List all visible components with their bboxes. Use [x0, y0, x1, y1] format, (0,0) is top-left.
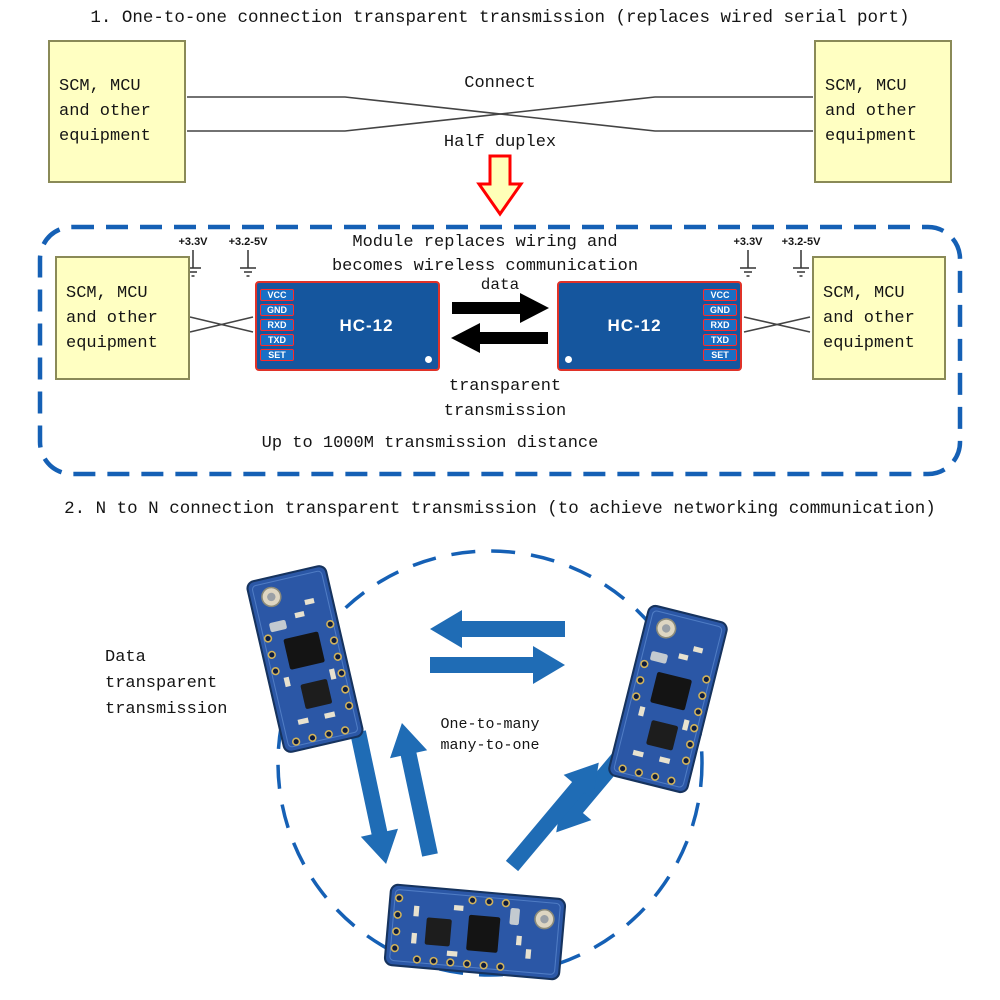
transparent-transmission-label: transparent transmission	[443, 377, 567, 421]
down-arrow-icon	[476, 154, 524, 217]
pin-gnd: GND	[703, 304, 737, 316]
pin-vcc: VCC	[703, 289, 737, 301]
pin-rxd: RXD	[703, 319, 737, 331]
module-corner-dot	[425, 356, 432, 363]
half-duplex-label: Half duplex	[443, 133, 557, 152]
device-box-bottom-right: SCM, MCU and other equipment	[812, 256, 946, 380]
serial-crossover-wires	[187, 96, 813, 132]
distance-label: Up to 1000M transmission distance	[261, 434, 599, 453]
module-name-label: HC-12	[339, 316, 394, 335]
network-arrow-left-icon	[430, 610, 565, 648]
device-box-top-right: SCM, MCU and other equipment	[814, 40, 952, 183]
hc12-module-right: VCC GND RXD TXD SET HC-12	[557, 281, 742, 371]
pin-column-right: VCC GND RXD TXD SET	[703, 289, 737, 361]
data-label: data	[480, 276, 520, 294]
right-module-wires	[743, 316, 811, 333]
power-label-3v3-right: +3.3V	[733, 236, 763, 248]
pin-set: SET	[703, 349, 737, 361]
data-arrow-right-icon	[452, 293, 549, 323]
device-box-top-left: SCM, MCU and other equipment	[48, 40, 186, 183]
hc12-board-photo-bottom	[383, 882, 568, 981]
power-label-3v2-5v-right: +3.2-5V	[781, 236, 821, 248]
pin-column-left: VCC GND RXD TXD SET	[260, 289, 294, 361]
network-arrow-up-right-icon	[497, 750, 614, 879]
section2-title: 2. N to N connection transparent transmi…	[64, 499, 936, 519]
module-corner-dot	[565, 356, 572, 363]
hc12-module-left: VCC GND RXD TXD SET HC-12	[255, 281, 440, 371]
module-note: Module replaces wiring and becomes wirel…	[331, 233, 639, 276]
power-label-3v3-left: +3.3V	[178, 236, 208, 248]
hc12-board-photo-top-left	[244, 563, 366, 755]
data-arrow-left-icon	[451, 323, 548, 353]
module-name-label: HC-12	[607, 316, 662, 335]
network-arrow-right-icon	[430, 646, 565, 684]
one-to-many-label: One-to-many many-to-one	[440, 716, 540, 754]
pin-rxd: RXD	[260, 319, 294, 331]
data-transparent-label: Data transparent transmission	[105, 648, 228, 719]
pin-txd: TXD	[260, 334, 294, 346]
section1-title: 1. One-to-one connection transparent tra…	[90, 8, 910, 28]
left-module-wires	[189, 316, 254, 333]
pin-txd: TXD	[703, 334, 737, 346]
pin-vcc: VCC	[260, 289, 294, 301]
device-box-bottom-left: SCM, MCU and other equipment	[55, 256, 190, 380]
pin-set: SET	[260, 349, 294, 361]
pin-gnd: GND	[260, 304, 294, 316]
hc12-board-photo-right	[606, 602, 731, 795]
power-label-3v2-5v-left: +3.2-5V	[228, 236, 268, 248]
connect-label: Connect	[464, 74, 536, 93]
